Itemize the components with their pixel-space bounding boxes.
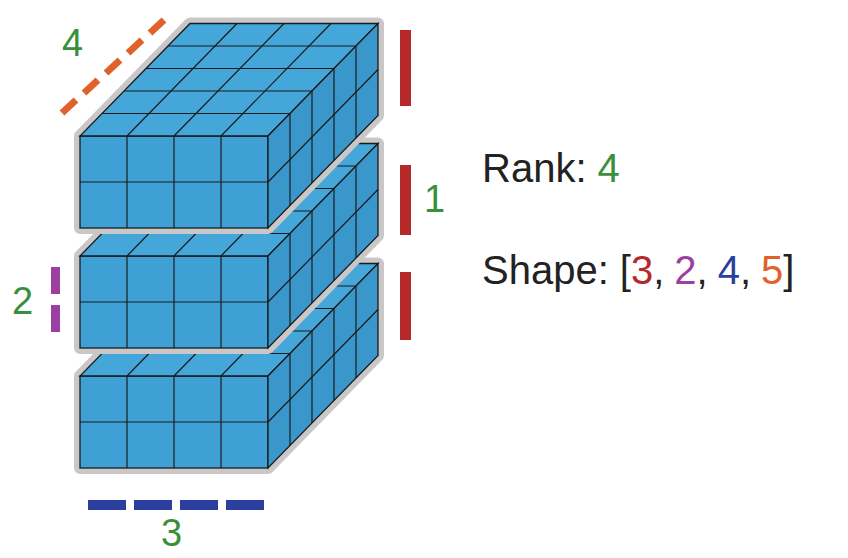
cube-slab (80, 24, 378, 229)
shape-value: 3 (631, 250, 653, 290)
text-line: Rank: 4 (482, 148, 620, 188)
column-dashes (88, 500, 264, 510)
separator: , (697, 250, 708, 290)
text-line: Shape:[3,2,4,5] (482, 250, 794, 290)
dimension-markers (51, 20, 411, 510)
rank-caption: Rank: (482, 148, 587, 188)
slab-bars (400, 30, 411, 340)
shape-value: 5 (761, 250, 783, 290)
rank-value: 4 (598, 148, 620, 188)
dimension-number: 1 (424, 180, 445, 218)
row-bars (51, 267, 60, 332)
separator: , (653, 250, 664, 290)
shape-value: 2 (674, 250, 696, 290)
tensor-slabs (80, 24, 378, 469)
dimension-number: 2 (12, 282, 33, 320)
shape-value: 4 (718, 250, 740, 290)
dimension-number: 3 (161, 514, 182, 552)
bracket: ] (783, 250, 794, 290)
depth-dashes (62, 20, 164, 113)
bracket: [ (620, 250, 631, 290)
shape-caption: Shape: (482, 250, 609, 290)
separator: , (740, 250, 751, 290)
dimension-number: 4 (62, 24, 83, 62)
